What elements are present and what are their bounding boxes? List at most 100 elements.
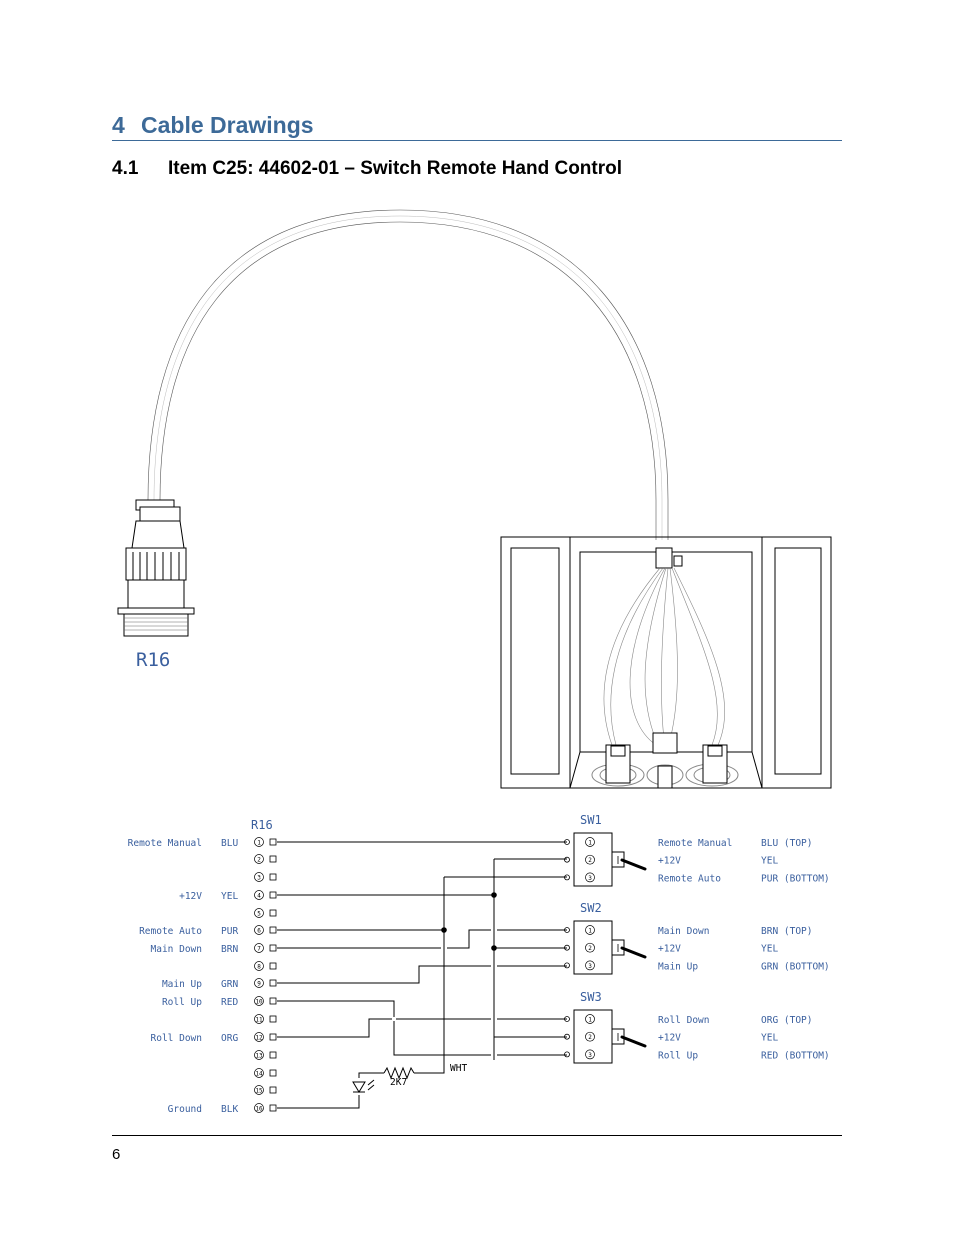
pin-number: 13	[255, 1053, 263, 1060]
switch-terminal	[564, 962, 570, 969]
pin-color-label: ORG	[221, 1033, 238, 1044]
switch-function-label: Main Down	[658, 926, 709, 937]
switch-pin-circle	[585, 942, 595, 953]
pin-number: 14	[255, 1071, 263, 1078]
pin-number-circle	[254, 996, 264, 1006]
pin-color-label: BRN	[221, 944, 238, 955]
pin-number-circle	[254, 854, 264, 864]
section-heading: 4 Cable Drawings	[112, 110, 842, 141]
switch-color-label: BLU (TOP)	[761, 838, 812, 849]
pin-function-label: Remote Auto	[139, 926, 202, 937]
switch-pin-number: 2	[588, 1034, 592, 1041]
switch-title: SW3	[580, 990, 602, 1004]
switch-color-label: GRN (BOTTOM)	[761, 961, 830, 972]
switch-pin-number: 3	[588, 1052, 592, 1059]
pin-terminal	[269, 855, 277, 863]
pin-function-label: Roll Up	[162, 997, 202, 1008]
footer-rule	[112, 1135, 842, 1136]
pin-terminal	[269, 1104, 277, 1112]
switch-pin-number: 2	[588, 857, 592, 864]
switch-function-label: Remote Auto	[658, 873, 721, 884]
pin-terminal	[269, 1086, 277, 1094]
switch-function-label: Roll Up	[658, 1050, 698, 1061]
box-switches	[591, 732, 739, 789]
pin-number: 16	[255, 1106, 263, 1113]
toggle-lever	[620, 1035, 647, 1048]
pin-number: 15	[255, 1088, 263, 1095]
pin-number: 12	[255, 1035, 263, 1042]
switch-pin-circle	[585, 1031, 595, 1042]
section-title: Cable Drawings	[141, 112, 314, 138]
switch-function-label: Remote Manual	[658, 838, 732, 849]
pin-color-label: BLU	[221, 838, 238, 849]
pin-terminal	[269, 873, 277, 881]
pin-number-circle	[254, 925, 264, 935]
switch-terminal	[564, 1051, 570, 1058]
switch-color-label: YEL	[761, 944, 778, 955]
pin-terminal	[269, 997, 277, 1005]
switch-pin-number: 3	[588, 875, 592, 882]
switch-function-label: +12V	[658, 856, 681, 867]
switch-color-label: ORG (TOP)	[761, 1015, 812, 1026]
switch-function-label: Roll Down	[658, 1015, 709, 1026]
pin-color-label: RED	[221, 997, 238, 1008]
switch-pin-number: 3	[588, 963, 592, 970]
switch-pin-circle	[585, 1049, 595, 1060]
pin-number: 6	[257, 928, 261, 935]
pin-function-label: +12V	[179, 891, 202, 902]
resistor-label: 2K7	[390, 1077, 407, 1088]
pin-number-circle	[254, 908, 264, 918]
pin-color-label: GRN	[221, 979, 238, 990]
schematic-wires	[277, 841, 567, 1109]
pin-color-label: PUR	[221, 926, 238, 937]
switch-pin-circle	[585, 872, 595, 883]
pin-number-circle	[254, 1050, 264, 1060]
pin-terminal	[269, 1015, 277, 1023]
pin-number-circle	[254, 1068, 264, 1078]
switch-terminal	[564, 856, 570, 863]
switch-color-label: PUR (BOTTOM)	[761, 873, 830, 884]
switch-pin-number: 1	[588, 928, 592, 935]
pin-terminal	[269, 926, 277, 934]
switch-function-label: +12V	[658, 1033, 681, 1044]
pin-function-label: Roll Down	[151, 1033, 202, 1044]
pin-number-circle	[254, 872, 264, 882]
pin-number-circle	[254, 837, 264, 847]
pin-number: 1	[257, 840, 261, 847]
subsection-title: Item C25: 44602-01 – Switch Remote Hand …	[168, 158, 623, 179]
pin-number: 4	[257, 893, 261, 900]
pin-terminal	[269, 1033, 277, 1041]
pin-number: 8	[257, 964, 261, 971]
section-number: 4	[112, 112, 125, 138]
switch-pin-number: 1	[588, 1017, 592, 1024]
pin-number: 3	[257, 875, 261, 882]
pin-terminal	[269, 909, 277, 917]
pin-terminal	[269, 979, 277, 987]
switch-title: SW2	[580, 901, 602, 915]
pin-terminal	[269, 962, 277, 970]
pin-function-label: Main Down	[151, 944, 202, 955]
subsection-number: 4.1	[112, 158, 139, 179]
pin-number: 7	[257, 946, 261, 953]
wht-wire-label: WHT	[450, 1063, 467, 1074]
switch-pin-number: 2	[588, 945, 592, 952]
switch-function-label: Main Up	[658, 961, 698, 972]
pin-number: 5	[257, 911, 261, 918]
switch-color-label: YEL	[761, 1033, 778, 1044]
pin-terminal	[269, 944, 277, 952]
switch-function-label: +12V	[658, 944, 681, 955]
pin-function-label: Main Up	[162, 979, 202, 990]
switch-pin-circle	[585, 1014, 595, 1024]
pin-number-circle	[254, 1014, 264, 1024]
pin-number-circle	[254, 1085, 264, 1095]
switch-pin-circle	[585, 854, 595, 865]
pin-color-label: BLK	[221, 1104, 238, 1115]
page-number: 6	[112, 1146, 121, 1163]
pin-function-label: Remote Manual	[128, 838, 202, 849]
connector-label: R16	[136, 649, 170, 671]
pin-number: 2	[257, 857, 261, 864]
switch-color-label: BRN (TOP)	[761, 926, 812, 937]
